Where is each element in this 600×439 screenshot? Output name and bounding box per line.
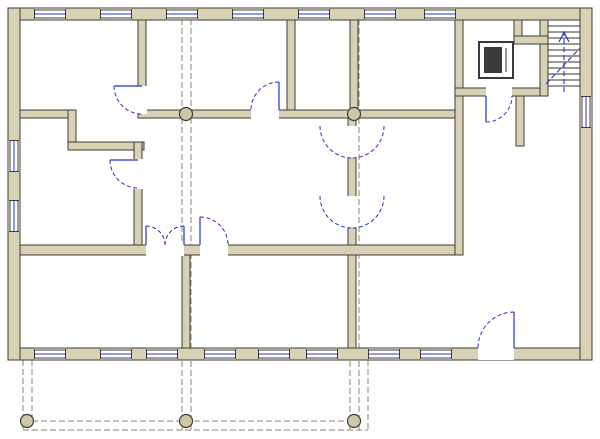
windows bbox=[8, 8, 592, 360]
round-column bbox=[346, 106, 362, 122]
walls bbox=[7, 7, 593, 361]
corridor-wall bbox=[19, 244, 464, 256]
elevator-cab bbox=[484, 47, 502, 73]
partition-wall bbox=[286, 19, 296, 111]
round-column bbox=[178, 413, 194, 429]
partition-wall bbox=[454, 19, 464, 256]
elevator bbox=[478, 41, 514, 79]
stair-path bbox=[545, 30, 581, 92]
door-swing-arc bbox=[145, 225, 166, 246]
partition-wall bbox=[515, 95, 525, 147]
door-opening bbox=[146, 244, 184, 256]
columns bbox=[19, 106, 362, 429]
partition-wall bbox=[347, 254, 357, 349]
doors bbox=[109, 81, 515, 349]
partition-wall bbox=[67, 141, 145, 151]
door-swing-arc bbox=[199, 216, 229, 246]
door-swing-arc bbox=[477, 311, 515, 349]
door-swing-arc bbox=[164, 225, 185, 246]
round-column bbox=[346, 413, 362, 429]
door-opening bbox=[133, 159, 143, 189]
exterior-wall-east bbox=[579, 7, 593, 361]
door-swing-arc bbox=[113, 85, 143, 115]
partition-wall bbox=[133, 141, 143, 253]
door-swing-arc bbox=[485, 95, 513, 123]
elevator-shaft bbox=[478, 41, 514, 79]
partition-wall bbox=[181, 254, 191, 349]
partition-wall bbox=[513, 35, 549, 45]
round-column bbox=[19, 413, 35, 429]
stair-block-wall bbox=[539, 19, 549, 97]
door-swing-arc bbox=[250, 81, 280, 111]
stair-direction-arrowhead bbox=[558, 30, 570, 43]
door-swing-arc bbox=[109, 159, 139, 189]
stair-break-line bbox=[545, 47, 581, 85]
reference-grid bbox=[22, 10, 369, 432]
partition-wall bbox=[349, 19, 359, 111]
exterior-wall-west bbox=[7, 7, 21, 361]
door-opening bbox=[137, 86, 147, 114]
door-opening bbox=[251, 109, 279, 119]
round-column bbox=[178, 106, 194, 122]
door-opening bbox=[478, 347, 514, 360]
door-openings bbox=[133, 86, 514, 360]
door-opening bbox=[347, 126, 357, 158]
door-opening bbox=[347, 196, 357, 228]
door-opening bbox=[486, 87, 512, 97]
door-opening bbox=[200, 244, 228, 256]
